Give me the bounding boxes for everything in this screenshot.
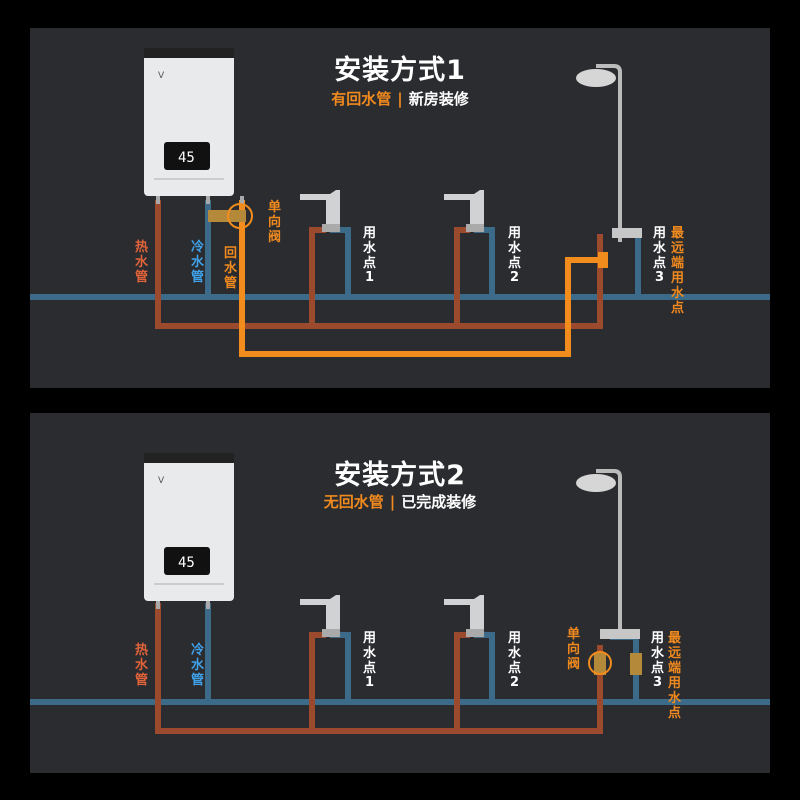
panel-title: 安装方式2 [334,460,466,491]
shower-icon [576,469,640,639]
cold-branch-1 [330,632,351,699]
heater-temperature: 45 [178,555,195,571]
point-2-number: 2 [509,675,520,690]
farthest-point-label: 最远端用水点 [670,226,684,316]
faucet-icon-2 [444,595,484,637]
return-tee [598,252,608,268]
faucet-icon-1 [300,595,340,637]
point-3-number: 3 [654,270,665,285]
check-valve-label: 单向阀 [566,627,580,672]
point-3-number: 3 [652,675,663,690]
hot-branch-1 [309,227,326,326]
hot-branch-2 [454,632,470,731]
installation-panel-1: 45 V 安装方式1 有回水管 | 新房装修 [30,28,770,388]
subtitle-right: 新房装修 [408,90,469,108]
point-1-number: 1 [364,270,375,285]
subtitle-left: 有回水管 [331,90,392,108]
point-1-label: 用水点 [362,631,376,676]
point-2-number: 2 [509,270,520,285]
return-pipe-label: 回水管 [223,246,237,291]
shower-icon [576,64,642,242]
installation-panel-2: 45 V 安装方式2 无回水管 | 已完成装修 热水管 冷水管 单向阀 [30,413,770,773]
heater-display-screen [164,547,210,575]
faucet-icon-1 [300,190,340,232]
farthest-point-label: 最远端用水点 [667,631,681,721]
hot-branch-2 [454,227,470,326]
cold-pipe-label: 冷水管 [190,643,204,688]
subtitle-separator: | [389,493,396,511]
subtitle-right: 已完成装修 [401,493,477,511]
heater-temperature: 45 [178,150,195,166]
piping-diagram-1: 45 V [30,48,770,357]
subtitle-separator: | [397,90,403,108]
svg-text:V: V [158,71,165,81]
hot-main-pipe [155,200,603,329]
check-valve-icon [208,203,253,229]
water-heater: 45 V [144,453,234,601]
point-1-number: 1 [364,675,375,690]
cold-main-pipe [30,699,770,705]
hot-branch-1 [309,632,326,731]
panel-title: 安装方式1 [334,55,466,86]
cold-branch-2 [474,632,495,699]
return-pipe [239,200,602,357]
cold-branch-3 [616,231,641,294]
point-3-label: 用水点 [652,226,666,271]
check-valve-icon [588,651,642,675]
check-valve-label: 单向阀 [267,200,281,245]
point-1-label: 用水点 [362,226,376,271]
point-3-label: 用水点 [650,631,664,676]
cold-main-pipe [30,294,770,300]
hot-main-pipe [155,603,603,734]
panel-subtitle: 无回水管 | 已完成装修 [260,491,540,512]
point-2-label: 用水点 [507,631,521,676]
point-2-label: 用水点 [507,226,521,271]
subtitle-left: 无回水管 [323,493,384,511]
panel-subtitle: 有回水管 | 新房装修 [260,88,540,109]
piping-diagram-2: 45 V [30,453,770,734]
faucet-icon-2 [444,190,484,232]
hot-pipe-label: 热水管 [134,240,148,285]
cold-branch-1 [330,227,351,294]
svg-text:V: V [158,476,165,486]
cold-pipe-label: 冷水管 [190,240,204,285]
cold-branch-2 [474,227,495,294]
heater-display-screen [164,142,210,170]
hot-pipe-label: 热水管 [134,643,148,688]
water-heater: 45 V [144,48,234,196]
